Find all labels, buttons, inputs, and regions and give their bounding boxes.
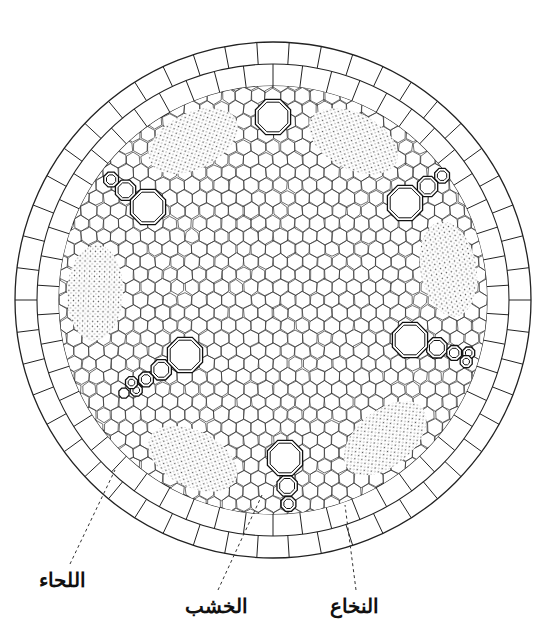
xylem-vessel: [435, 168, 450, 183]
phloem-patch: [138, 94, 249, 187]
xylem-vessel: [392, 322, 427, 357]
xylem-vessel: [255, 99, 290, 134]
xylem-vessel-wall: [154, 362, 169, 377]
leader-line: [218, 495, 262, 590]
part-label: الخشب: [183, 594, 250, 618]
xylem-vessel-wall: [170, 340, 200, 370]
xylem-vessel: [119, 388, 129, 398]
xylem-vessel-wall: [463, 358, 469, 364]
phloem-patch: [412, 217, 484, 321]
epidermis-ring: [15, 42, 531, 558]
xylem-vessel-wall: [133, 192, 163, 222]
xylem-vessel-wall: [128, 379, 135, 386]
xylem-vessel-wall: [107, 175, 116, 184]
xylem-vessel-wall: [118, 183, 133, 198]
xylem-vessel-wall: [450, 348, 459, 357]
phloem-patch: [65, 244, 125, 342]
phloem-patch: [330, 386, 440, 490]
part-label: النخاع: [328, 594, 381, 618]
xylem-vessel: [267, 440, 302, 475]
xylem-vessel: [139, 372, 154, 387]
xylem-vessel-wall: [141, 375, 150, 384]
ring-cell-walls: [15, 43, 531, 558]
cortex-ring: [37, 64, 509, 536]
pith-cells: [51, 74, 494, 525]
xylem-vessel: [277, 476, 297, 496]
xylem-vessel: [167, 337, 202, 372]
xylem-vessel: [281, 497, 296, 512]
xylem-vessel: [130, 189, 165, 224]
xylem-vessel: [460, 356, 472, 368]
xylem-vessel: [126, 377, 138, 389]
leader-line: [345, 505, 356, 590]
xylem-vessel-wall: [395, 325, 425, 355]
xylem-vessel-wall: [270, 443, 300, 473]
xylem-vessel-wall: [430, 341, 445, 356]
xylem-vessel: [387, 185, 422, 220]
xylem-vessel: [427, 338, 447, 358]
part-label: اللحاء: [37, 568, 88, 592]
xylem-vessel-wall: [280, 479, 295, 494]
xylem-vessel-wall: [258, 102, 288, 132]
xylem-vessel-wall: [420, 179, 435, 194]
leader-line: [70, 470, 115, 564]
phloem-patch: [137, 412, 248, 505]
xylem-vessel: [104, 172, 119, 187]
xylem-vessel: [447, 346, 462, 361]
xylem-vessel-wall: [284, 499, 293, 508]
xylem-vessel-wall: [437, 171, 446, 180]
phloem-patch: [298, 95, 409, 188]
xylem-vessel-wall: [390, 188, 420, 218]
